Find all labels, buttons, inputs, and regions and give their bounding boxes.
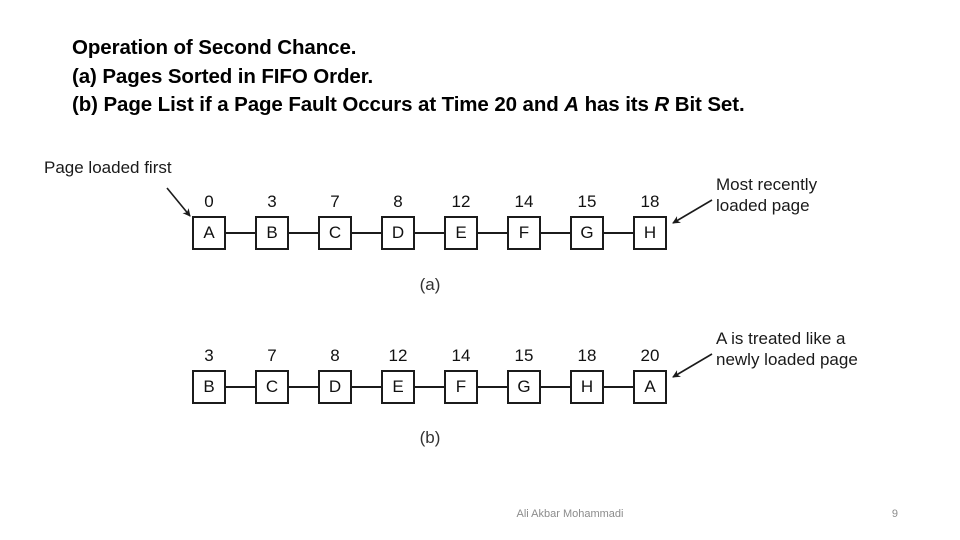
chain-link [352,232,381,234]
callout-most-recently-loaded: Most recently loaded page [716,175,818,215]
title-line-3-italic-a: A [564,93,579,116]
arrow-a-newly-loaded [672,353,713,378]
arrow-most-recently-loaded [672,199,713,224]
page-load-time: 7 [267,346,277,365]
page-load-time: 15 [514,346,534,365]
page-load-time: 0 [204,192,214,211]
page-load-time: 20 [640,346,660,365]
page-load-time: 14 [514,192,534,211]
page-load-time: 8 [330,346,340,365]
page-load-time: 8 [393,192,403,211]
title-line-2: (a) Pages Sorted in FIFO Order. [72,64,374,88]
page-node: A [192,216,226,250]
title-line-3: (b) Page List if a Page Fault Occurs at … [72,91,912,120]
page-load-time: 18 [640,192,660,211]
chain-link [604,386,633,388]
page-node: D [318,370,352,404]
page-node: B [192,370,226,404]
page-load-time: 12 [451,192,471,211]
page-load-time: 3 [204,346,214,365]
title-line-3-text-3: Bit Set. [669,93,745,116]
page-title: Operation of Second Chance. (a) Pages So… [72,34,912,120]
page-node: G [507,370,541,404]
chain-link [289,386,318,388]
chain-link [541,386,570,388]
page-node: A [633,370,667,404]
footer-author: Ali Akbar Mohammadi [516,508,624,520]
page-node: B [255,216,289,250]
figure-label-b: (b) [419,428,441,447]
title-line-1: Operation of Second Chance. [72,36,357,59]
chain-link [289,232,318,234]
page-node: G [570,216,604,250]
page-node: E [381,370,415,404]
page-load-time: 14 [451,346,471,365]
page-node: H [633,216,667,250]
page-node: D [381,216,415,250]
page-load-time: 18 [577,346,597,365]
page-node: H [570,370,604,404]
page-node: E [444,216,478,250]
page-node: C [255,370,289,404]
chain-link [604,232,633,234]
page-load-time: 15 [577,192,597,211]
title-line-3-italic-r: R [654,93,670,116]
second-chance-figure: Page loaded first Most recently loaded p… [0,140,960,470]
chain-link [415,386,444,388]
page-load-time: 3 [267,192,277,211]
title-line-3-text-2: has its [578,93,655,116]
title-line-3-text-1: (b) Page List if a Page Fault Occurs at … [72,93,565,116]
chain-link [352,386,381,388]
page-load-time: 7 [330,192,340,211]
chain-link [226,232,255,234]
chain-link [226,386,255,388]
page-node: F [444,370,478,404]
footer-page-number: 9 [891,508,898,520]
chain-link [541,232,570,234]
page-node: F [507,216,541,250]
page-load-time: 12 [388,346,408,365]
chain-link [478,232,507,234]
callout-page-loaded-first: Page loaded first [44,158,172,177]
chain-link [415,232,444,234]
page-node: C [318,216,352,250]
callout-a-newly-loaded: A is treated like a newly loaded page [716,329,858,369]
figure-label-a: (a) [419,275,441,294]
chain-link [478,386,507,388]
